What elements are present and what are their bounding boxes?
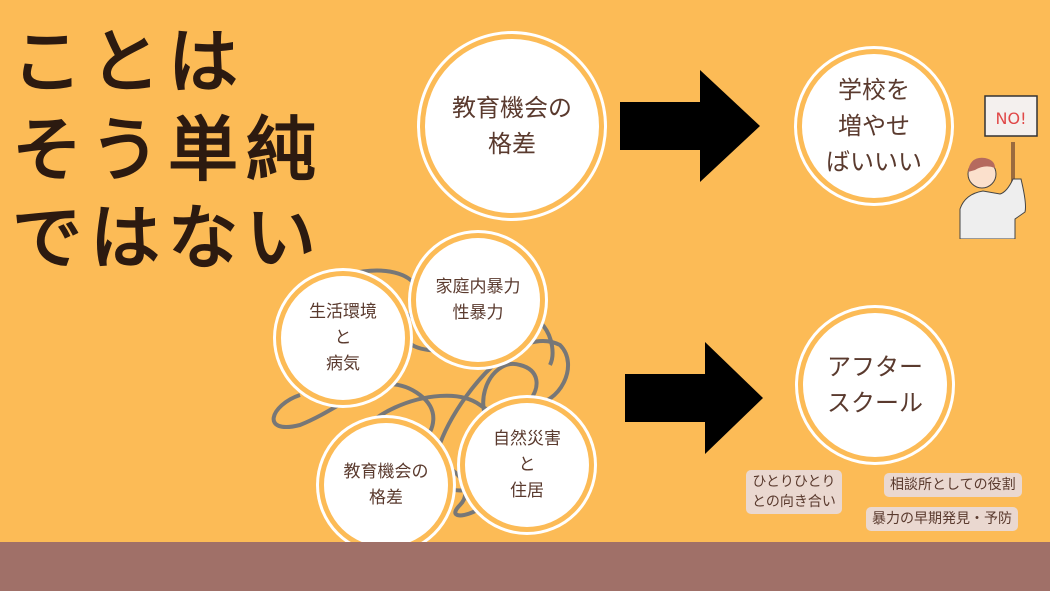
solution-circle: 学校を 増やせ ばいいい	[802, 54, 946, 198]
cause-circle: 教育機会の 格差	[425, 39, 599, 213]
footer-bar	[0, 542, 1050, 591]
circle-text: 生活環境	[309, 302, 377, 322]
issue-circle: 自然災害 と 住居	[465, 403, 589, 527]
circle-text: 増やせ	[838, 112, 910, 140]
circle-text: 教育機会の	[343, 462, 429, 482]
tag-text: 暴力の早期発見・予防	[872, 511, 1012, 527]
circle-text: と	[334, 328, 352, 348]
slide-title: ことは そう単純 ではない	[12, 18, 324, 282]
title-line: ではない	[12, 196, 324, 279]
circle-text: 性暴力	[452, 303, 504, 323]
title-line: そう単純	[12, 108, 324, 191]
issue-circle: 教育機会の 格差	[324, 423, 448, 547]
circle-text: 自然災害	[493, 429, 561, 449]
person-with-no-sign-icon: NO!	[959, 95, 1038, 239]
circle-text: ばいいい	[826, 148, 922, 176]
circle-text: スクール	[827, 389, 923, 417]
circle-text: 住居	[510, 481, 544, 501]
feature-tag: ひとりひとり との向き合い	[746, 470, 842, 514]
circle-text: 格差	[488, 130, 536, 158]
arrow-right-icon	[620, 70, 760, 182]
circle-text: アフター	[827, 353, 923, 381]
circle-text: 格差	[369, 488, 403, 508]
tag-text: との向き合い	[752, 494, 836, 510]
circle-text: 教育機会の	[452, 94, 572, 122]
title-line: ことは	[12, 20, 246, 103]
circle-text: 病気	[326, 354, 360, 374]
circle-text: と	[518, 455, 536, 475]
circle-text: 家庭内暴力	[435, 277, 521, 297]
issue-circle: 生活環境 と 病気	[281, 276, 405, 400]
feature-tag: 相談所としての役割	[884, 473, 1022, 497]
tag-text: 相談所としての役割	[890, 477, 1016, 493]
tag-text: ひとりひとり	[752, 474, 836, 490]
after-school-circle: アフター スクール	[803, 313, 947, 457]
circle-text: 学校を	[838, 76, 910, 104]
sign-text: NO!	[996, 109, 1027, 128]
feature-tag: 暴力の早期発見・予防	[866, 507, 1018, 531]
issue-circle: 家庭内暴力 性暴力	[416, 238, 540, 362]
arrow-right-icon	[625, 342, 763, 454]
